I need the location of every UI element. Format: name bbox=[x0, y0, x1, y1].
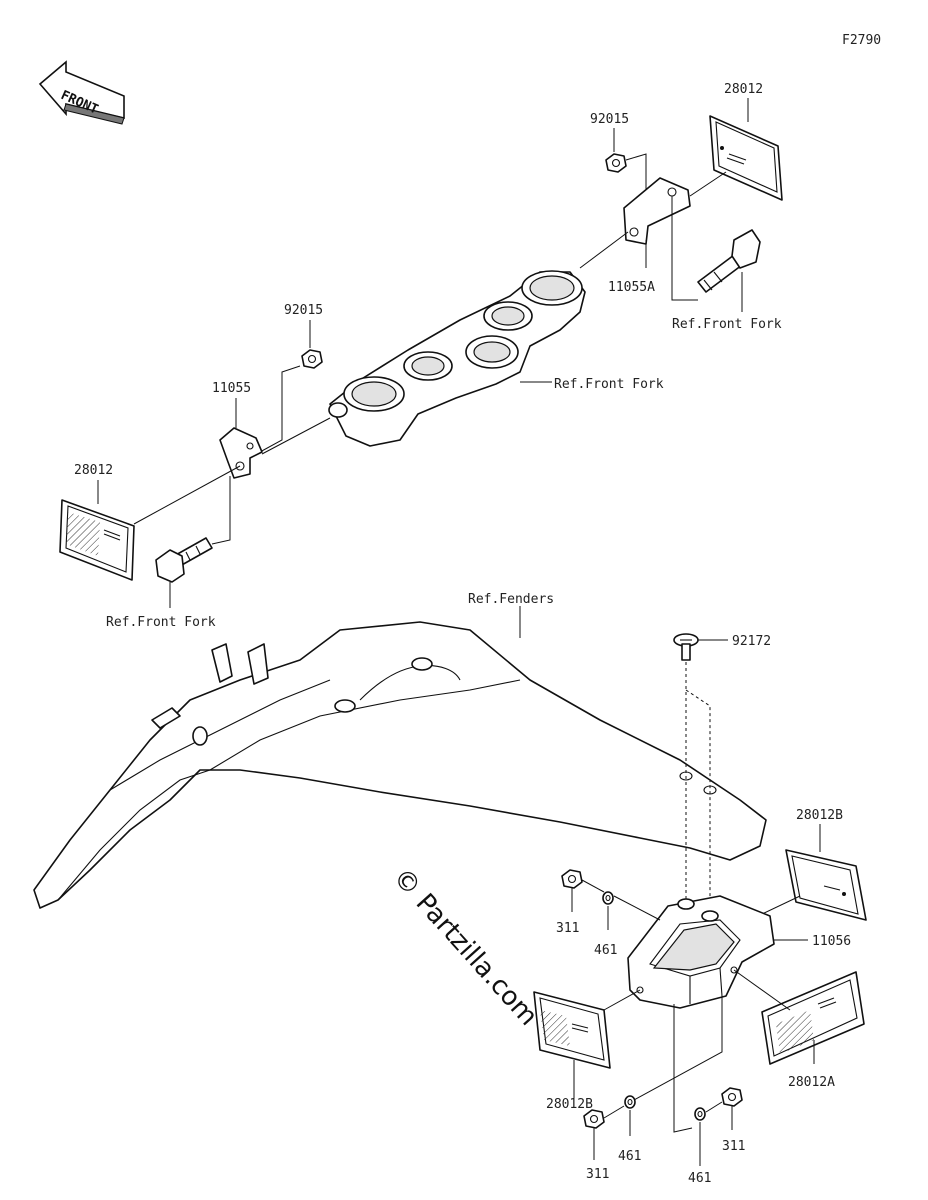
label-reflector-rear-bottom-left: 28012B bbox=[546, 1097, 593, 1112]
triple-clamp-ref bbox=[328, 270, 586, 447]
label-washer-bottom-left: 461 bbox=[618, 1149, 641, 1164]
label-screw: 92172 bbox=[732, 634, 771, 649]
washer-461-bottom-left bbox=[624, 1095, 636, 1109]
bolt-top-right bbox=[697, 229, 761, 293]
bracket-11055A bbox=[623, 177, 691, 245]
reflector-28012-left bbox=[59, 499, 135, 581]
reflector-28012A-bottom-right bbox=[761, 971, 865, 1065]
nut-311-bottom-left bbox=[583, 1109, 605, 1129]
label-nut-bottom-right: 311 bbox=[722, 1139, 745, 1154]
nut-92015-top-right bbox=[605, 153, 627, 173]
figure-code: F2790 bbox=[842, 33, 881, 48]
label-reflector-top-right: 28012 bbox=[724, 82, 763, 97]
reflector-28012B-bottom-left bbox=[533, 991, 611, 1069]
bolt-left bbox=[155, 537, 213, 583]
bracket-11055 bbox=[219, 427, 263, 479]
label-ref-fork-left: Ref.Front Fork bbox=[106, 615, 216, 630]
label-bracket-left: 11055 bbox=[212, 381, 251, 396]
label-ref-fork-center: Ref.Front Fork bbox=[554, 377, 664, 392]
label-nut-rear-left: 311 bbox=[556, 921, 579, 936]
label-ref-fenders: Ref.Fenders bbox=[468, 592, 554, 607]
label-reflector-left: 28012 bbox=[74, 463, 113, 478]
label-bracket-right: 11055A bbox=[608, 280, 655, 295]
label-washer-bottom-right: 461 bbox=[688, 1171, 711, 1186]
nut-311-rear-left bbox=[561, 869, 583, 889]
label-reflector-rear-bottom-right: 28012A bbox=[788, 1075, 835, 1090]
rear-fender-ref bbox=[33, 621, 767, 909]
screw-92172 bbox=[673, 633, 699, 661]
washer-461-rear-left bbox=[602, 891, 614, 905]
front-arrow-icon: FRONT bbox=[38, 60, 125, 125]
label-ref-fork-right: Ref.Front Fork bbox=[672, 317, 782, 332]
label-nut-bottom-left: 311 bbox=[586, 1167, 609, 1182]
reflector-28012-top-right bbox=[709, 115, 783, 201]
label-rear-bracket: 11056 bbox=[812, 934, 851, 949]
label-washer-rear-left: 461 bbox=[594, 943, 617, 958]
rear-bracket-11056 bbox=[627, 895, 775, 1009]
nut-311-bottom-right bbox=[721, 1087, 743, 1107]
washer-461-bottom-right bbox=[694, 1107, 706, 1121]
label-nut-top-right: 92015 bbox=[590, 112, 629, 127]
label-reflector-rear-side: 28012B bbox=[796, 808, 843, 823]
reflector-28012B-side bbox=[785, 849, 867, 921]
watermark: © Partzilla.com bbox=[387, 863, 544, 1032]
nut-92015-left bbox=[301, 349, 323, 369]
label-nut-left: 92015 bbox=[284, 303, 323, 318]
